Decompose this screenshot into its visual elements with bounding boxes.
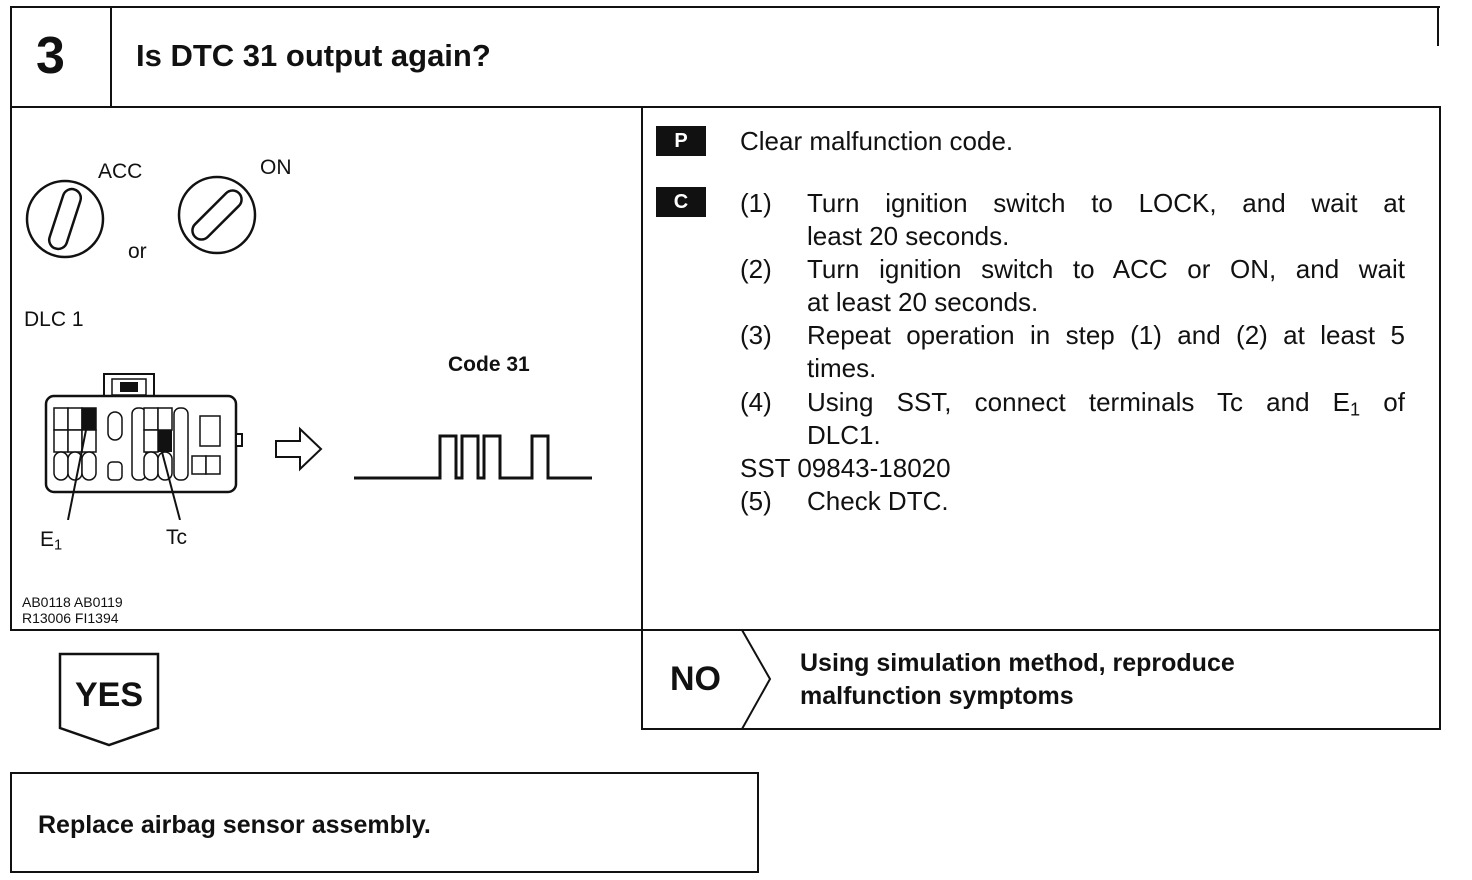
yes-action-text: Replace airbag sensor assembly. <box>38 811 431 839</box>
terminal-tc-label: Tc <box>166 526 187 549</box>
no-action-text: Using simulation method, reproduce malfu… <box>800 649 1235 710</box>
step-1-text: Turn ignition switch to LOCK, and wait a… <box>807 188 1405 218</box>
step-2-number: (2) <box>740 254 772 284</box>
terminal-e1-label: E1 <box>40 528 63 554</box>
no-chevron-icon <box>741 630 772 729</box>
step-1-text-cont: least 20 seconds. <box>807 221 1010 251</box>
code-31-waveform <box>354 434 592 480</box>
step-5-text: Check DTC. <box>807 486 949 516</box>
yes-arrow-box <box>58 652 160 747</box>
switch-on-label: ON <box>260 156 292 179</box>
step-number: 3 <box>36 27 65 85</box>
ignition-switch-acc-icon <box>25 179 105 259</box>
step-header <box>10 6 1440 108</box>
step-4-number: (4) <box>740 387 772 417</box>
procedure-panel <box>641 106 1441 631</box>
no-result-box <box>641 629 1441 730</box>
step-number-divider <box>110 6 112 108</box>
code-31-label: Code 31 <box>448 353 530 376</box>
ignition-switch-on-icon <box>177 175 257 255</box>
dlc1-connector-icon <box>44 373 243 520</box>
step-1-number: (1) <box>740 188 772 218</box>
p-badge: P <box>656 126 706 156</box>
p-text: Clear malfunction code. <box>740 126 1014 156</box>
figure-ids: AB0118 AB0119 R13006 FI1394 <box>22 594 123 626</box>
step-3-text: Repeat operation in step (1) and (2) at … <box>807 320 1405 350</box>
page-title: Is DTC 31 output again? <box>136 38 491 73</box>
yes-action-box <box>10 772 759 873</box>
switch-acc-label: ACC <box>98 160 143 183</box>
step-2-text-cont: at least 20 seconds. <box>807 287 1039 317</box>
step-5-number: (5) <box>740 486 772 516</box>
sst-number: SST 09843-18020 <box>740 453 951 483</box>
header-right-edge <box>1437 6 1439 46</box>
step-3-number: (3) <box>740 320 772 350</box>
c-badge: C <box>656 187 706 217</box>
step-2-text: Turn ignition switch to ACC or ON, and w… <box>807 254 1405 284</box>
arrow-right-icon <box>275 426 323 472</box>
step-3-text-cont: times. <box>807 353 877 383</box>
connector-label: DLC 1 <box>24 308 84 331</box>
yes-label: YES <box>75 676 144 714</box>
step-4-text-cont: DLC1. <box>807 420 881 450</box>
no-label: NO <box>670 660 721 698</box>
step-4-text: Using SST, connect terminals Tc and E1 o… <box>807 387 1405 420</box>
illustration-panel: ACC or ON DLC 1 E1 Tc <box>10 106 643 631</box>
switch-or-label: or <box>128 240 147 263</box>
